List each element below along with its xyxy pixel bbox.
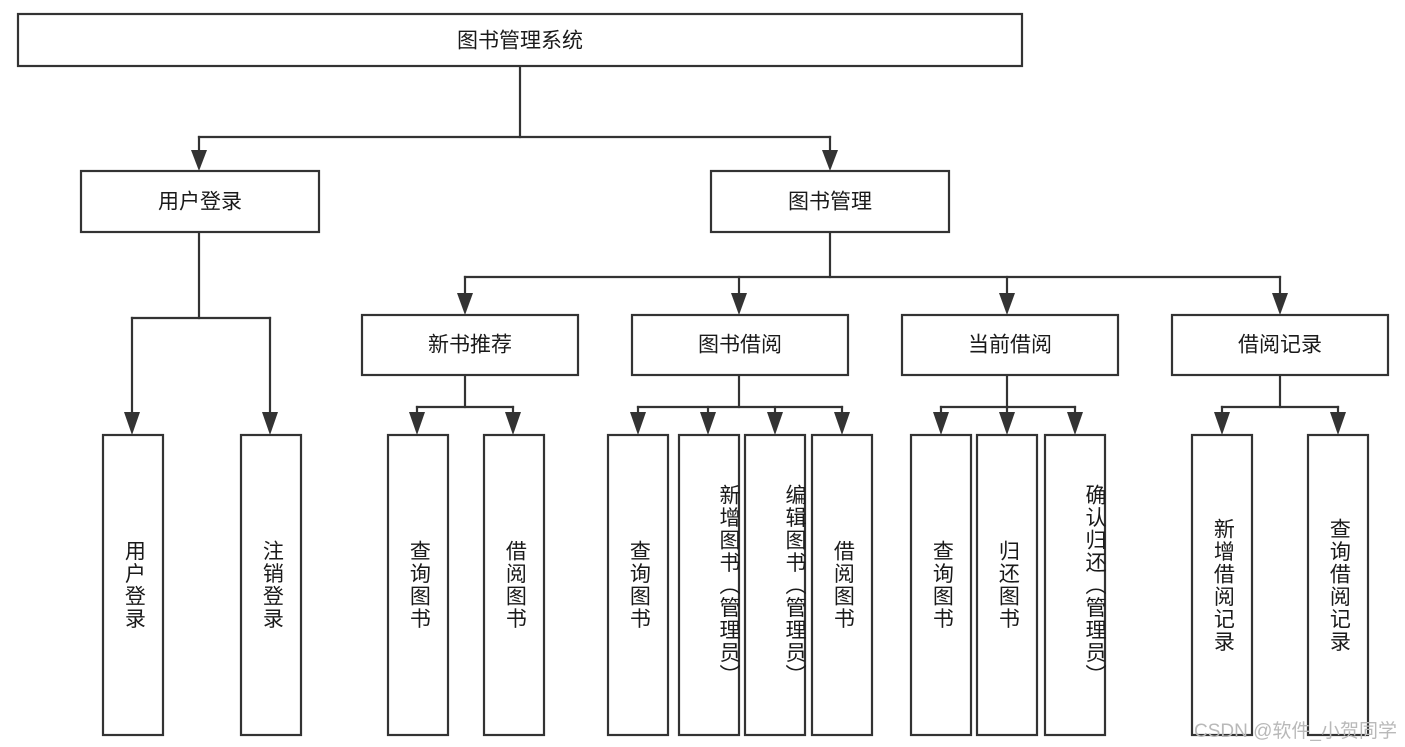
node-label-leaf-confirm-return: 确认归还（管理员）: [1083, 483, 1106, 687]
node-box-user-login[interactable]: [79, 169, 321, 234]
node-box-leaf-user-login[interactable]: [101, 433, 165, 737]
arrowhead-leaf-return-book: [999, 412, 1015, 435]
arrowhead-leaf-query-book-1: [409, 412, 425, 435]
connector-group-root-to-level2: [191, 64, 838, 171]
node-box-leaf-edit-book[interactable]: [743, 433, 807, 737]
arrowhead-leaf-borrow-book-2: [834, 412, 850, 435]
node-label-leaf-query-book-3: 查询图书: [930, 540, 954, 630]
node-box-leaf-add-book[interactable]: [677, 433, 741, 737]
node-box-leaf-query-book-3[interactable]: [909, 433, 973, 737]
node-label-leaf-add-borrow-record: 新增借阅记录: [1211, 517, 1235, 653]
arrowhead-leaf-query-book-3: [933, 412, 949, 435]
connector-group-book-borrow-to-leaves: [630, 373, 850, 435]
node-label-leaf-borrow-book-1: 借阅图书: [503, 540, 527, 630]
node-box-leaf-query-book-1[interactable]: [386, 433, 450, 737]
arrowhead-book-borrow: [731, 293, 747, 315]
arrowhead-user-login: [191, 150, 207, 171]
arrowhead-new-book-recommend: [457, 293, 473, 315]
node-box-leaf-query-book-2[interactable]: [606, 433, 670, 737]
node-label-leaf-return-book: 归还图书: [996, 540, 1020, 630]
node-label-book-borrow: 图书借阅: [698, 334, 782, 357]
node-box-leaf-query-borrow-record[interactable]: [1306, 433, 1370, 737]
node-box-new-book-recommend[interactable]: [360, 313, 580, 377]
node-box-borrow-record[interactable]: [1170, 313, 1390, 377]
node-box-book-borrow[interactable]: [630, 313, 850, 377]
node-label-leaf-user-login: 用户登录: [122, 540, 146, 630]
node-box-book-management[interactable]: [709, 169, 951, 234]
connector-group-current-borrow-to-leaves: [933, 373, 1083, 435]
connector-group-user-login-to-leaves: [124, 230, 278, 435]
arrowhead-leaf-edit-book: [767, 412, 783, 435]
arrowhead-leaf-query-borrow-record: [1330, 412, 1346, 435]
node-label-borrow-record: 借阅记录: [1238, 334, 1322, 357]
node-label-leaf-query-borrow-record: 查询借阅记录: [1327, 517, 1351, 653]
node-label-leaf-add-book: 新增图书（管理员）: [717, 483, 740, 687]
node-box-current-borrow[interactable]: [900, 313, 1120, 377]
node-label-new-book-recommend: 新书推荐: [428, 334, 512, 357]
arrowhead-leaf-query-book-2: [630, 412, 646, 435]
node-box-root[interactable]: [16, 12, 1024, 68]
connector-group-new-book-recommend-to-leaves: [409, 373, 521, 435]
node-label-leaf-query-book-1: 查询图书: [407, 540, 431, 630]
node-label-leaf-edit-book: 编辑图书（管理员）: [783, 483, 806, 687]
connector-group-borrow-record-to-leaves: [1214, 373, 1346, 435]
arrowhead-current-borrow: [999, 293, 1015, 315]
node-box-leaf-borrow-book-2[interactable]: [810, 433, 874, 737]
node-box-leaf-borrow-book-1[interactable]: [482, 433, 546, 737]
node-box-leaf-confirm-return[interactable]: [1043, 433, 1107, 737]
arrowhead-leaf-borrow-book-1: [505, 412, 521, 435]
arrowhead-borrow-record: [1272, 293, 1288, 315]
arrowhead-leaf-add-borrow-record: [1214, 412, 1230, 435]
node-label-current-borrow: 当前借阅: [968, 334, 1052, 357]
arrowhead-book-management: [822, 150, 838, 171]
arrowhead-leaf-user-login: [124, 412, 140, 435]
node-label-book-management: 图书管理: [788, 191, 872, 214]
node-label-leaf-borrow-book-2: 借阅图书: [831, 540, 855, 630]
node-box-leaf-return-book[interactable]: [975, 433, 1039, 737]
node-label-user-login: 用户登录: [158, 191, 242, 214]
csdn-watermark: CSDN @软件_小贺同学: [1194, 721, 1397, 742]
node-label-leaf-logout-login: 注销登录: [260, 540, 284, 630]
arrowhead-leaf-logout-login: [262, 412, 278, 435]
connector-group-book-management-to-level3: [457, 230, 1288, 315]
node-box-leaf-add-borrow-record[interactable]: [1190, 433, 1254, 737]
arrowhead-leaf-add-book: [700, 412, 716, 435]
node-box-leaf-logout-login[interactable]: [239, 433, 303, 737]
node-label-root: 图书管理系统: [457, 30, 583, 53]
node-label-leaf-query-book-2: 查询图书: [627, 540, 651, 630]
arrowhead-leaf-confirm-return: [1067, 412, 1083, 435]
